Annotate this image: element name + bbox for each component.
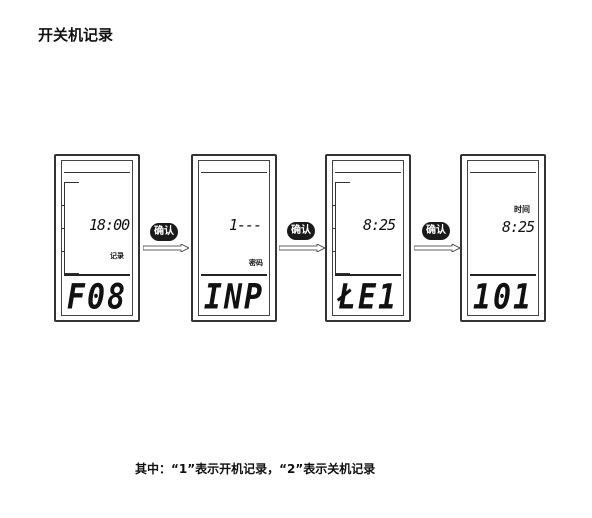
arrow-right-icon — [279, 244, 325, 252]
lcd-top-line — [64, 172, 130, 173]
lcd-screen — [332, 160, 404, 316]
lcd-middle-readout: 18:00 — [89, 216, 130, 234]
confirm-badge-2: 确认 — [287, 222, 315, 240]
lcd-sub-label: 记录 — [110, 252, 124, 260]
lcd-bottom-line — [201, 274, 267, 276]
lcd-scale-bar — [62, 182, 79, 274]
device-display-3: 8:25 ŁE1 — [325, 154, 411, 322]
lcd-big-readout: F08 — [66, 277, 128, 318]
lcd-bottom-line — [64, 274, 130, 276]
lcd-top-line — [470, 172, 536, 173]
lcd-middle-readout: 8:25 — [502, 218, 535, 236]
lcd-big-readout: ŁE1 — [337, 277, 399, 318]
confirm-badge-1: 确认 — [150, 223, 178, 241]
lcd-big-readout: 101 — [472, 277, 534, 318]
arrow-right-icon — [143, 244, 189, 252]
device-display-4: 时间 8:25 101 — [460, 154, 546, 322]
lcd-bottom-line — [335, 274, 401, 276]
lcd-sub-label: 时间 — [514, 205, 530, 214]
footnote: 其中：“1”表示开机记录，“2”表示关机记录 — [135, 462, 376, 476]
lcd-bottom-line — [470, 274, 536, 276]
lcd-screen — [198, 160, 270, 316]
lcd-screen — [467, 160, 539, 316]
device-display-2: 1--- 密码 INP — [191, 154, 277, 322]
lcd-middle-readout: 8:25 — [363, 216, 396, 234]
lcd-top-line — [335, 172, 401, 173]
device-display-1: 18:00 记录 F08 — [54, 154, 140, 322]
lcd-sub-label: 密码 — [249, 259, 263, 267]
lcd-screen — [61, 160, 133, 316]
lcd-big-readout: INP — [203, 277, 265, 318]
lcd-middle-readout: 1--- — [229, 216, 262, 234]
lcd-top-line — [201, 172, 267, 173]
page-title: 开关机记录 — [38, 26, 114, 44]
confirm-badge-3: 确认 — [422, 222, 450, 240]
lcd-scale-bar — [333, 182, 350, 274]
arrow-right-icon — [414, 244, 460, 252]
